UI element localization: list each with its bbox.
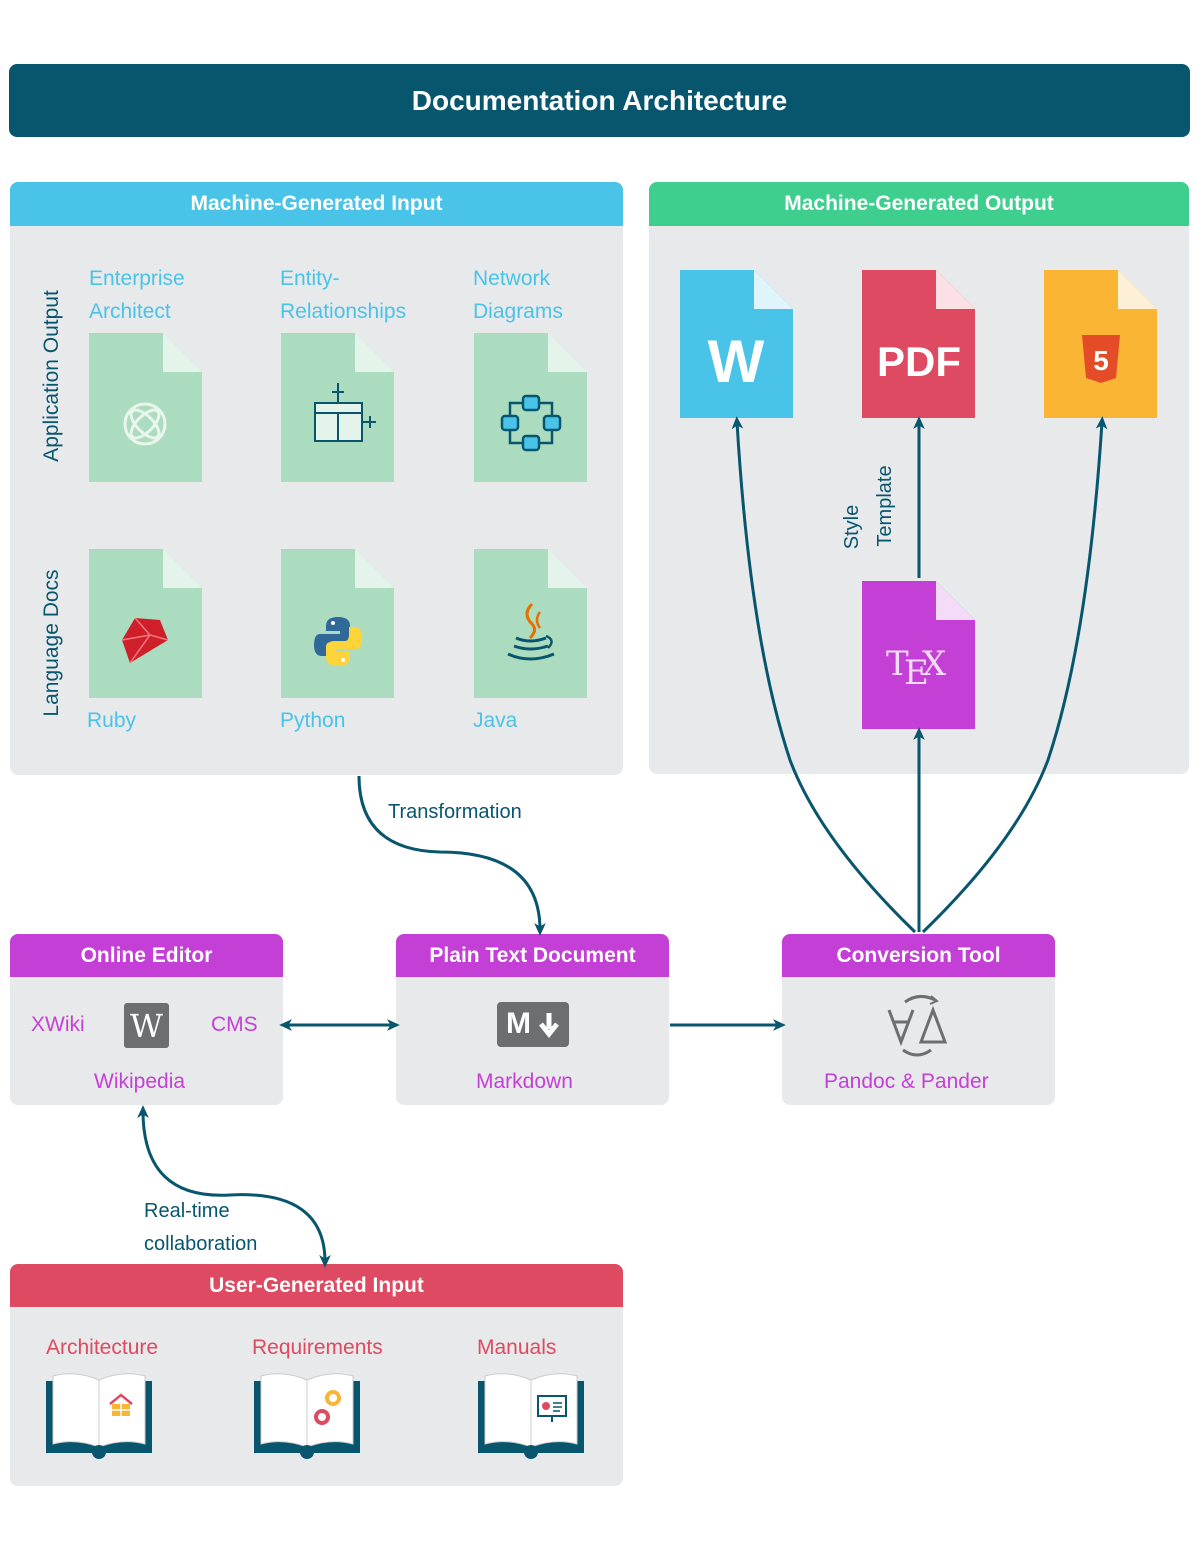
- markdown-label: Markdown: [476, 1070, 573, 1093]
- machine-output-header: Machine-Generated Output: [649, 182, 1189, 226]
- enterprise-architect-label: Enterprise Architect: [89, 262, 185, 328]
- page-title: Documentation Architecture: [9, 64, 1190, 137]
- pandoc-icon: [887, 995, 948, 1057]
- word-doc: W: [680, 270, 793, 418]
- realtime-collaboration-arrow: [137, 1105, 331, 1268]
- architecture-book: [46, 1373, 152, 1459]
- xwiki-label: XWiki: [31, 1013, 85, 1036]
- tex-x: X: [922, 644, 947, 684]
- ruby-icon: [121, 617, 169, 664]
- manuals-book: [478, 1373, 584, 1459]
- flow-arrows: [137, 416, 1108, 1268]
- tex-doc: T E X: [862, 581, 975, 729]
- html5-doc: 5: [1044, 270, 1157, 418]
- entity-relationship-icon: [314, 383, 376, 442]
- user-input-header: User-Generated Input: [10, 1264, 623, 1307]
- gears-icon: [314, 1390, 341, 1425]
- conversion-word-arrow: [731, 416, 917, 934]
- enterprise-architect-doc: [89, 333, 202, 482]
- wikipedia-icon: W: [124, 1003, 169, 1048]
- wikipedia-label: Wikipedia: [94, 1070, 186, 1093]
- markdown-icon-letter: M: [506, 1007, 531, 1040]
- tex-e: E: [904, 653, 929, 693]
- label-line: Architect: [89, 300, 171, 323]
- word-letter: W: [708, 328, 765, 395]
- java-icon: [507, 602, 555, 661]
- java-label: Java: [473, 709, 518, 732]
- markdown-icon: M: [497, 1002, 569, 1047]
- entity-relationships-label: Entity- Relationships: [280, 262, 406, 328]
- html5-icon: [1082, 335, 1120, 383]
- html5-digit: 5: [1093, 345, 1109, 376]
- requirements-label: Requirements: [252, 1336, 383, 1359]
- python-icon: [314, 617, 362, 666]
- conversion-html-arrow: [921, 416, 1108, 934]
- python-label: Python: [280, 709, 346, 732]
- conversion-tool-header: Conversion Tool: [782, 934, 1055, 977]
- pdf-label: PDF: [877, 338, 961, 385]
- down-arrow-icon: [539, 1013, 559, 1039]
- online-editor-header: Online Editor: [10, 934, 283, 977]
- wikipedia-icon-letter: W: [130, 1006, 163, 1045]
- network-diagrams-label: Network Diagrams: [473, 262, 563, 328]
- requirements-book: [254, 1373, 360, 1459]
- plain-text-header: Plain Text Document: [396, 934, 669, 977]
- cms-label: CMS: [211, 1013, 258, 1036]
- architecture-label: Architecture: [46, 1336, 159, 1359]
- enterprise-architect-icon: [123, 402, 167, 446]
- tex-t: T: [886, 644, 909, 684]
- manuals-label: Manuals: [477, 1336, 557, 1359]
- pdf-doc: PDF: [862, 270, 975, 418]
- ruby-label: Ruby: [87, 709, 137, 732]
- presentation-icon: [537, 1395, 567, 1422]
- label-line: Diagrams: [473, 300, 563, 323]
- machine-input-header: Machine-Generated Input: [10, 182, 623, 226]
- label-line: Network: [473, 267, 551, 290]
- transformation-arrow: [357, 775, 546, 936]
- label-line: Relationships: [280, 300, 407, 323]
- pandoc-label: Pandoc & Pander: [824, 1070, 989, 1093]
- house-icon: [109, 1393, 133, 1416]
- label-line: Enterprise: [89, 267, 185, 290]
- network-diagram-icon: [500, 394, 562, 452]
- transformation-label: Transformation: [388, 801, 522, 823]
- label-line: Entity-: [280, 267, 340, 290]
